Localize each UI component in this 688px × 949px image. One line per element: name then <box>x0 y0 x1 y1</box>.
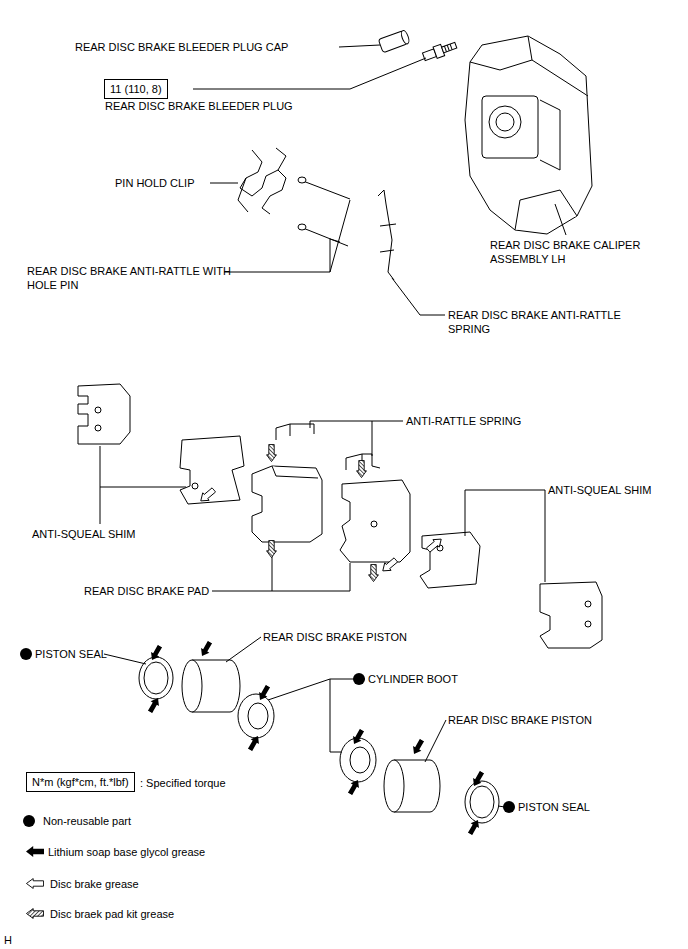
part-label: REAR DISC BRAKE BLEEDER PLUG <box>105 99 293 113</box>
part-label: REAR DISC BRAKE ANTI-RATTLE SPRING <box>448 308 626 336</box>
part-label: ANTI-SQUEAL SHIM <box>548 483 652 497</box>
part-label: CYLINDER BOOT <box>368 672 458 686</box>
legend-torque-box: N*m (kgf*cm, ft.*lbf) <box>26 772 135 792</box>
part-label: REAR DISC BRAKE ANTI-RATTLE WITH HOLE PI… <box>27 264 249 292</box>
part-label: REAR DISC BRAKE PAD <box>84 584 209 598</box>
box-text: N*m (kgf*cm, ft.*lbf) <box>32 776 129 788</box>
part-label: REAR DISC BRAKE PISTON <box>448 713 592 727</box>
legend-text: Non-reusable part <box>43 814 131 828</box>
part-label: H <box>4 933 12 947</box>
legend-text: Disc brake grease <box>50 877 139 891</box>
part-label: REAR DISC BRAKE PISTON <box>263 630 407 644</box>
legend-text: Disc braek pad kit grease <box>50 907 174 921</box>
part-label: REAR DISC BRAKE BLEEDER PLUG CAP <box>75 40 288 54</box>
torque-box: 11 (110, 8) <box>104 79 168 99</box>
part-label: REAR DISC BRAKE CALIPER ASSEMBLY LH <box>490 238 650 266</box>
legend-text: : Specified torque <box>140 776 226 790</box>
part-label: PISTON SEAL <box>518 800 590 814</box>
part-label: ANTI-SQUEAL SHIM <box>32 527 136 541</box>
legend-text: Lithium soap base glycol grease <box>48 845 205 859</box>
box-text: 11 (110, 8) <box>110 83 162 95</box>
part-label: PIN HOLD CLIP <box>115 176 194 190</box>
part-label: ANTI-RATTLE SPRING <box>406 414 521 428</box>
part-label: PISTON SEAL <box>35 647 107 661</box>
